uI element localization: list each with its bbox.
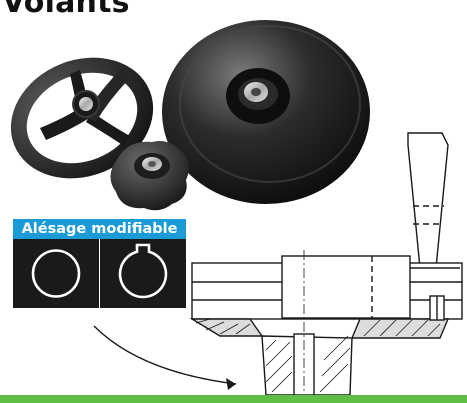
spoked-handwheel [10, 57, 154, 179]
accent-bar [0, 395, 467, 403]
bore-divider [99, 239, 100, 308]
round-bore-option [13, 239, 99, 308]
technical-drawing [189, 132, 463, 398]
bore-options-label: Alésage modifiable [13, 219, 186, 239]
solid-handwheel [162, 20, 370, 204]
keyway-bore-option [100, 239, 186, 308]
page-title: Volants [2, 0, 130, 20]
bore-options-panel [13, 239, 186, 308]
keyway-bore-icon [118, 243, 168, 299]
star-knob [110, 141, 189, 211]
round-bore-icon [31, 249, 81, 298]
pointer-arrow [93, 325, 237, 390]
